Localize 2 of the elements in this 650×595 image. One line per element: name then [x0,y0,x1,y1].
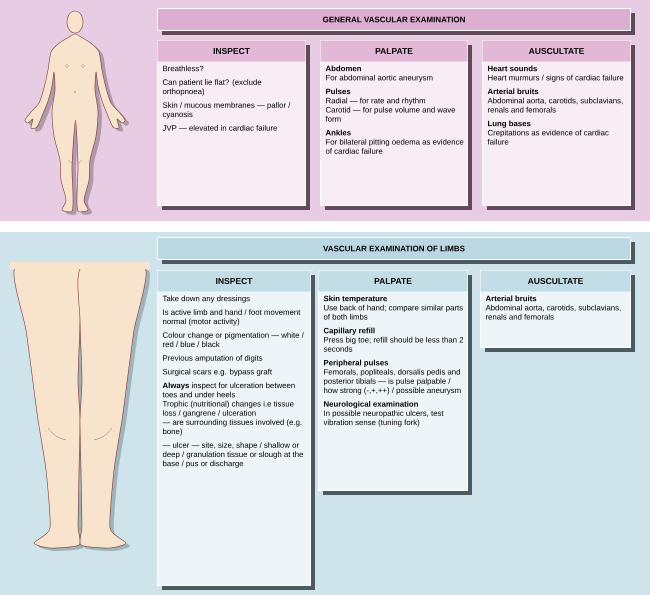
title-bar: VASCULAR EXAMINATION OF LIMBS [157,237,635,264]
title-bar: GENERAL VASCULAR EXAMINATION [157,8,635,35]
